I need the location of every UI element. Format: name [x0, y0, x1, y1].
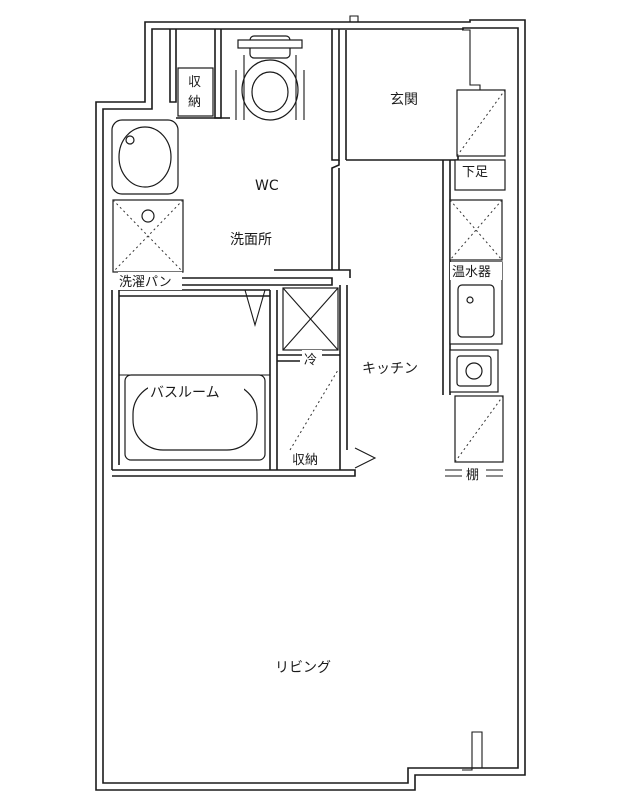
- outer-walls: [95, 15, 526, 791]
- label-storage-top-1: 収: [188, 75, 201, 90]
- room-label-bathroom: バスルーム: [150, 385, 220, 401]
- storage-lower: [289, 369, 377, 469]
- room-label-genkan: 玄関: [390, 91, 418, 108]
- kitchen-cabinet-upper: [449, 199, 503, 261]
- washbasin: [111, 119, 179, 195]
- label-storage-top-2: 納: [188, 95, 201, 110]
- label-washer-pan: 洗濯パン: [119, 275, 172, 290]
- room-label-kitchen: キッチン: [362, 361, 418, 377]
- label-storage-mid: 収納: [292, 453, 318, 468]
- label-shelf: 棚: [466, 468, 479, 483]
- bathtub: [119, 289, 270, 461]
- shelf-column: [445, 395, 504, 477]
- washer-pan-box: [112, 199, 184, 273]
- label-fridge: 冷: [304, 353, 317, 368]
- label-shoe-box: 下足: [462, 165, 488, 180]
- toilet: [235, 35, 305, 121]
- labels: 玄関 WC 洗面所 キッチン リビング バスルーム 収 納 収納 洗濯パン 下足…: [118, 75, 502, 676]
- interior-walls: [111, 29, 459, 477]
- room-label-wc: WC: [255, 178, 279, 194]
- storage-top-box: [177, 67, 214, 117]
- room-label-senmenjo: 洗面所: [230, 232, 272, 248]
- room-label-living: リビング: [275, 660, 331, 676]
- cooktop: [449, 349, 499, 393]
- storage-box-crossed: [282, 287, 339, 351]
- label-water-heater: 温水器: [452, 265, 491, 280]
